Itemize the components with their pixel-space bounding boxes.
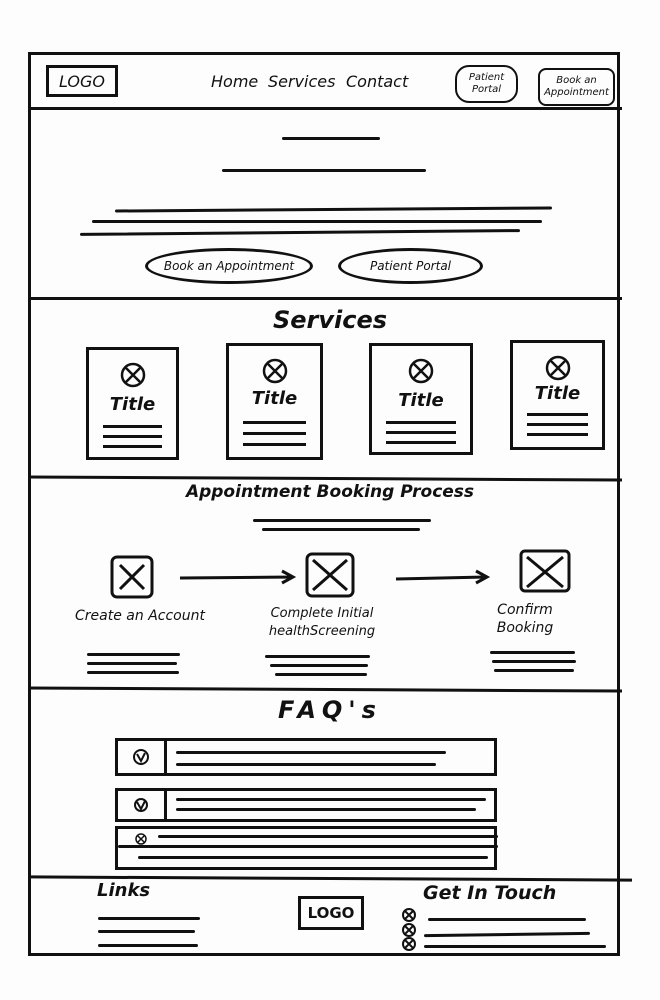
service-card[interactable]: Title bbox=[226, 343, 323, 460]
faq-question-placeholder bbox=[176, 763, 436, 766]
location-icon bbox=[402, 937, 416, 951]
text-placeholder bbox=[243, 432, 306, 435]
faq-answer-placeholder bbox=[138, 856, 488, 859]
text-placeholder bbox=[527, 423, 588, 426]
service-card-title: Title bbox=[251, 388, 298, 409]
hero-book-appointment-button[interactable]: Book an Appointment bbox=[145, 248, 313, 284]
text-placeholder bbox=[270, 664, 368, 667]
faq-item[interactable] bbox=[115, 788, 497, 822]
divider bbox=[28, 297, 622, 300]
step-image-placeholder-icon bbox=[305, 552, 355, 598]
text-placeholder bbox=[103, 435, 162, 438]
text-placeholder bbox=[87, 662, 177, 665]
process-subtitle-placeholder bbox=[253, 519, 431, 522]
image-placeholder-icon bbox=[408, 358, 434, 384]
step-image-placeholder-icon bbox=[519, 549, 571, 593]
nav-services[interactable]: Services bbox=[268, 72, 336, 91]
hero-text-placeholder bbox=[92, 220, 542, 223]
hero-title-placeholder bbox=[222, 169, 426, 172]
footer-logo[interactable]: LOGO bbox=[298, 896, 364, 930]
divider bbox=[28, 107, 622, 110]
text-placeholder bbox=[103, 425, 162, 428]
step-label: Create an Account bbox=[75, 608, 205, 624]
image-placeholder-icon bbox=[120, 362, 145, 388]
text-placeholder bbox=[492, 660, 576, 663]
image-placeholder-icon bbox=[545, 355, 570, 381]
text-placeholder bbox=[265, 655, 370, 658]
text-placeholder bbox=[275, 673, 367, 676]
contact-info-placeholder bbox=[424, 945, 606, 948]
header-book-appointment-button[interactable]: Book an Appointment bbox=[538, 68, 615, 106]
arrow-right-icon bbox=[179, 569, 297, 585]
text-placeholder bbox=[386, 431, 456, 434]
process-heading: Appointment Booking Process bbox=[185, 482, 475, 502]
header-logo[interactable]: LOGO bbox=[46, 65, 118, 97]
text-placeholder bbox=[386, 421, 456, 424]
contact-icons bbox=[402, 908, 416, 951]
process-subtitle-placeholder bbox=[262, 528, 420, 531]
footer-link-placeholder[interactable] bbox=[98, 930, 195, 933]
text-placeholder bbox=[87, 671, 179, 674]
header-patient-portal-button[interactable]: Patient Portal bbox=[455, 65, 518, 103]
faq-expand-icon[interactable] bbox=[118, 829, 164, 849]
footer-link-placeholder[interactable] bbox=[98, 917, 200, 920]
phone-icon bbox=[402, 908, 416, 922]
service-card-title: Title bbox=[534, 383, 581, 404]
faq-answer-placeholder bbox=[158, 835, 498, 838]
service-card[interactable]: Title bbox=[369, 343, 473, 455]
faq-answer-placeholder bbox=[118, 845, 498, 848]
faq-expand-icon[interactable] bbox=[118, 791, 167, 819]
footer-contact-heading: Get In Touch bbox=[423, 882, 557, 904]
footer-link-placeholder[interactable] bbox=[98, 944, 198, 947]
services-heading: Services bbox=[272, 306, 388, 334]
text-placeholder bbox=[87, 653, 180, 656]
text-placeholder bbox=[386, 441, 456, 444]
service-card-title: Title bbox=[109, 394, 156, 415]
faq-heading: FAQ's bbox=[278, 696, 382, 724]
nav-home[interactable]: Home bbox=[211, 72, 259, 91]
email-icon bbox=[402, 923, 416, 937]
hero-eyebrow-placeholder bbox=[282, 137, 380, 140]
service-card-title: Title bbox=[398, 390, 444, 411]
step-label: Complete Initial healthScreening bbox=[268, 606, 376, 639]
arrow-right-icon bbox=[395, 569, 491, 585]
text-placeholder bbox=[527, 433, 588, 436]
faq-question-placeholder bbox=[176, 751, 446, 754]
nav-contact[interactable]: Contact bbox=[346, 72, 409, 91]
step-label: Confirm Booking bbox=[496, 602, 554, 636]
text-placeholder bbox=[490, 651, 575, 654]
text-placeholder bbox=[243, 443, 306, 446]
text-placeholder bbox=[494, 669, 574, 672]
step-image-placeholder-icon bbox=[110, 555, 154, 599]
service-card[interactable]: Title bbox=[510, 340, 605, 450]
hero-patient-portal-button[interactable]: Patient Portal bbox=[338, 248, 483, 284]
faq-item[interactable] bbox=[115, 738, 497, 776]
service-card[interactable]: Title bbox=[86, 347, 179, 460]
image-placeholder-icon bbox=[262, 358, 287, 384]
faq-question-placeholder bbox=[176, 808, 476, 811]
faq-item-expanded[interactable] bbox=[115, 826, 498, 870]
text-placeholder bbox=[243, 421, 306, 424]
text-placeholder bbox=[527, 413, 588, 416]
contact-info-placeholder bbox=[428, 918, 586, 921]
page-frame bbox=[28, 52, 620, 956]
text-placeholder bbox=[103, 445, 162, 448]
faq-question-placeholder bbox=[176, 798, 486, 801]
footer-links-heading: Links bbox=[97, 880, 151, 901]
faq-expand-icon[interactable] bbox=[118, 741, 167, 773]
